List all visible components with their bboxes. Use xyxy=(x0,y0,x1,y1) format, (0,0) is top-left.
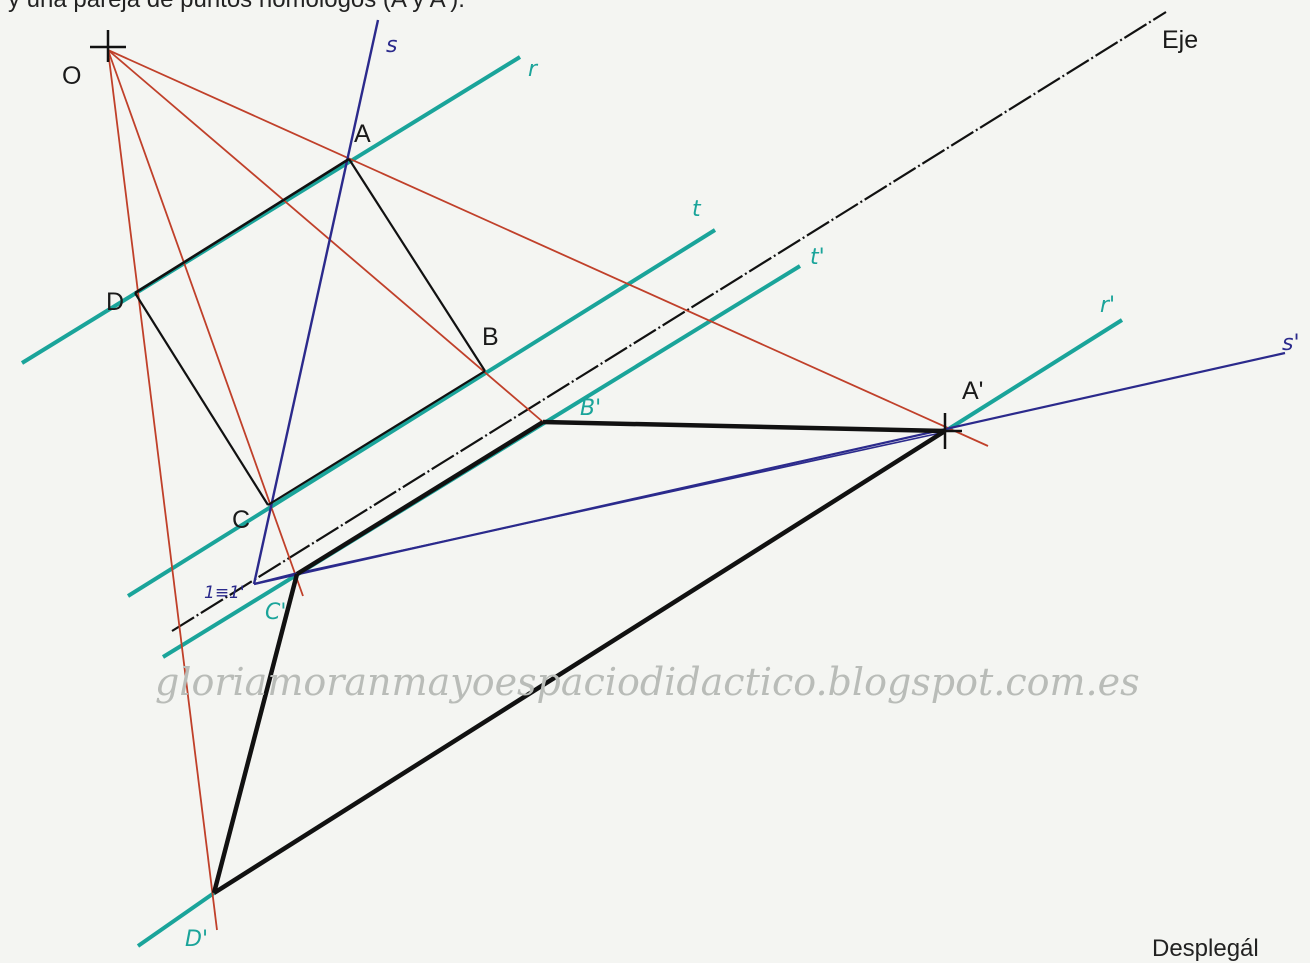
ray-o-c-prime xyxy=(107,49,304,597)
watermark-text: gloriamoranmayoespaciodidactico.blogspot… xyxy=(155,660,1140,704)
cross-mark-o xyxy=(90,30,126,62)
label-b: B xyxy=(482,323,499,351)
label-t: t xyxy=(692,197,702,222)
homologous-side-d-prime-a-prime xyxy=(212,429,947,895)
label-c-eq: 1≡1' xyxy=(204,583,245,603)
label-b-prime: B' xyxy=(580,396,601,421)
parallel-line-r xyxy=(20,55,522,365)
label-eje: Eje xyxy=(1162,26,1198,54)
label-r: r xyxy=(528,57,539,82)
label-c-prime: C' xyxy=(265,600,286,625)
ray-o-d-prime xyxy=(107,49,218,931)
header-instruction-text: y una pareja de puntos homólogos (A y A'… xyxy=(8,0,465,14)
figure-side-da xyxy=(134,157,350,295)
label-o: O xyxy=(62,62,81,90)
label-a: A xyxy=(354,120,371,148)
homologous-side-c-prime-d-prime xyxy=(211,573,300,894)
label-c: C xyxy=(232,506,250,534)
construction-line-1-c-prime xyxy=(253,571,299,586)
homologous-side-b-prime-c-prime xyxy=(295,420,545,576)
ray-o-a-prime xyxy=(107,49,989,447)
parallel-line-d-prime xyxy=(136,891,216,948)
parallel-line-r-prime xyxy=(945,318,1124,432)
label-r-prime: r' xyxy=(1100,293,1115,318)
homologous-side-a-prime-b-prime xyxy=(542,419,946,434)
figure-side-cd xyxy=(134,292,269,506)
figure-side-bc xyxy=(267,370,486,506)
cross-mark-a-prime xyxy=(930,413,962,449)
footer-partial-text: Desplegál xyxy=(1152,935,1259,962)
construction-line-c-prime-a-prime xyxy=(297,431,946,574)
parallel-line-t xyxy=(126,228,717,598)
label-s-prime: s' xyxy=(1282,331,1300,356)
label-s: s xyxy=(386,33,397,58)
label-d-prime: D' xyxy=(185,927,208,952)
figure-side-ab xyxy=(348,158,486,372)
label-d: D xyxy=(106,288,124,316)
axis-line-eje xyxy=(171,11,1167,632)
line-s xyxy=(252,19,380,585)
label-t-prime: t' xyxy=(810,245,825,270)
ray-o-b-prime xyxy=(107,49,544,423)
label-a-prime: A' xyxy=(962,377,983,405)
